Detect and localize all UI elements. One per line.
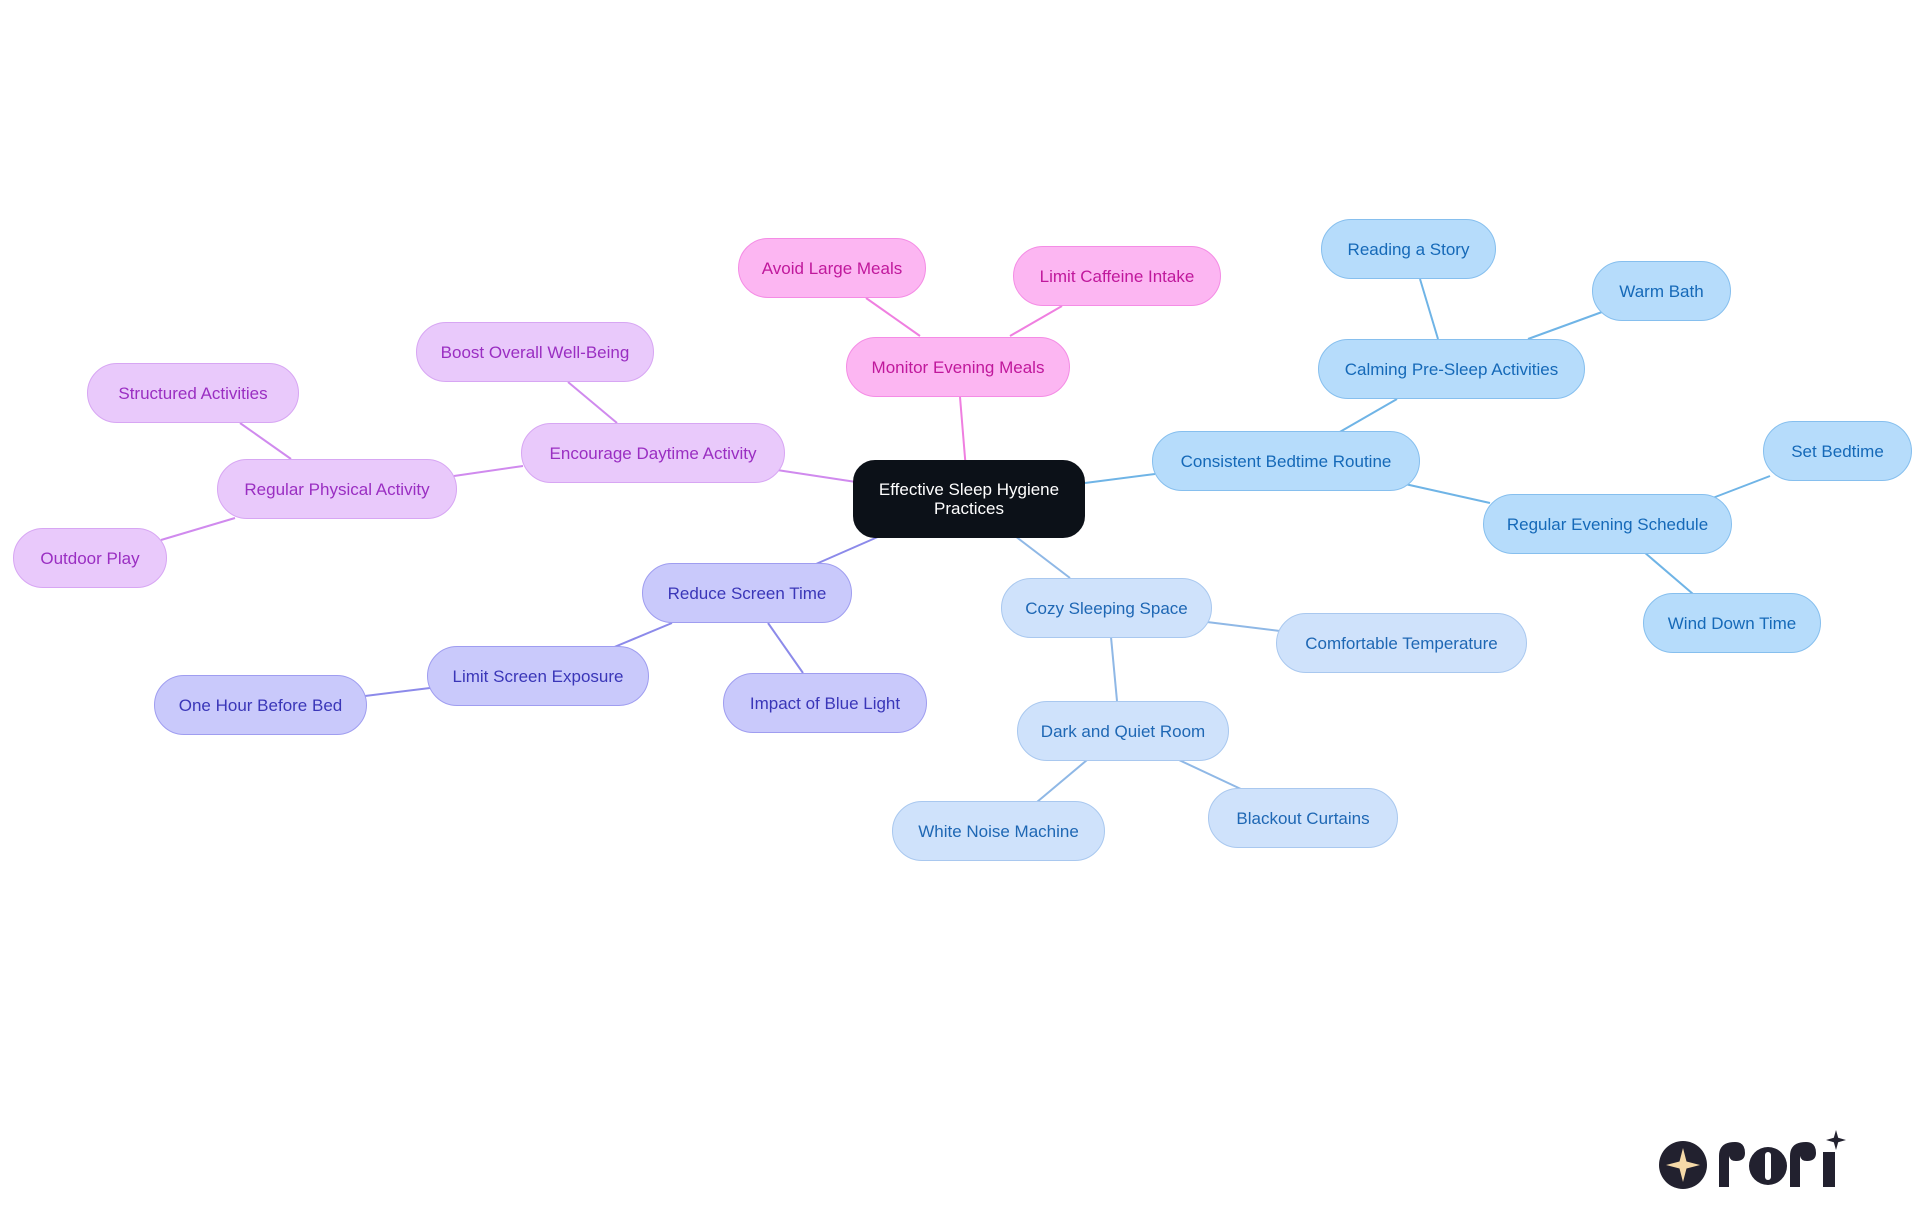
connector-line: [239, 422, 292, 460]
connector-line: [1337, 398, 1398, 434]
node-label: White Noise Machine: [918, 821, 1079, 841]
node-label: Calming Pre-Sleep Activities: [1344, 359, 1559, 379]
node-label: Limit Screen Exposure: [452, 666, 624, 686]
connector-line: [364, 687, 431, 697]
connector-line: [959, 396, 967, 471]
node-dark-and-quiet-room[interactable]: Dark and Quiet Room: [1017, 701, 1229, 761]
connector-line: [1009, 305, 1063, 337]
node-set-bedtime[interactable]: Set Bedtime: [1763, 421, 1912, 481]
node-label: Limit Caffeine Intake: [1039, 266, 1195, 286]
node-reduce-screen-time[interactable]: Reduce Screen Time: [642, 563, 852, 623]
node-label: Comfortable Temperature: [1305, 633, 1498, 653]
connector-line: [1110, 636, 1118, 702]
connector-line: [1206, 621, 1281, 632]
node-label: Monitor Evening Meals: [871, 357, 1045, 377]
connector-line: [1084, 473, 1156, 484]
node-boost-overall-well-being[interactable]: Boost Overall Well-Being: [416, 322, 654, 382]
connector-line: [453, 465, 524, 477]
node-impact-of-blue-light[interactable]: Impact of Blue Light: [723, 673, 927, 733]
node-outdoor-play[interactable]: Outdoor Play: [13, 528, 167, 588]
node-structured-activities[interactable]: Structured Activities: [87, 363, 299, 423]
connector-line: [767, 622, 804, 674]
connector-line: [815, 535, 881, 565]
connector-line: [1014, 535, 1071, 579]
connector-line: [1419, 278, 1439, 340]
node-label: Warm Bath: [1619, 281, 1704, 301]
node-regular-evening-schedule[interactable]: Regular Evening Schedule: [1483, 494, 1732, 554]
node-label: Wind Down Time: [1667, 613, 1797, 633]
node-wind-down-time[interactable]: Wind Down Time: [1643, 593, 1821, 653]
connector-line: [776, 469, 857, 483]
node-label: Set Bedtime: [1791, 441, 1884, 461]
node-reading-a-story[interactable]: Reading a Story: [1321, 219, 1496, 279]
node-label: Cozy Sleeping Space: [1025, 598, 1188, 618]
logo-letter-r1: [1719, 1142, 1745, 1187]
connector-line: [865, 297, 921, 337]
logo-letter-o-slot: [1765, 1152, 1771, 1180]
connector-line: [1709, 475, 1771, 500]
node-label: Reduce Screen Time: [667, 583, 827, 603]
connector-line: [1036, 759, 1088, 803]
node-avoid-large-meals[interactable]: Avoid Large Meals: [738, 238, 926, 298]
node-comfortable-temperature[interactable]: Comfortable Temperature: [1276, 613, 1527, 673]
node-label: Boost Overall Well-Being: [440, 342, 630, 362]
node-white-noise-machine[interactable]: White Noise Machine: [892, 801, 1105, 861]
connector-line: [160, 517, 236, 541]
node-monitor-evening-meals[interactable]: Monitor Evening Meals: [846, 337, 1070, 397]
logo-letter-i: [1823, 1152, 1835, 1187]
node-label: Structured Activities: [118, 383, 268, 403]
node-blackout-curtains[interactable]: Blackout Curtains: [1208, 788, 1398, 848]
logo-sparkle-icon: [1826, 1130, 1846, 1150]
node-label: Encourage Daytime Activity: [549, 443, 757, 463]
node-limit-screen-exposure[interactable]: Limit Screen Exposure: [427, 646, 649, 706]
node-encourage-daytime-activity[interactable]: Encourage Daytime Activity: [521, 423, 785, 483]
node-label: Dark and Quiet Room: [1040, 721, 1206, 741]
root-node[interactable]: Effective Sleep Hygiene Practices: [853, 460, 1085, 538]
connector-line: [611, 622, 673, 649]
connector-line: [1527, 311, 1603, 340]
node-label: Reading a Story: [1347, 239, 1470, 259]
node-label: Outdoor Play: [40, 548, 140, 568]
connector-line: [1404, 483, 1491, 504]
root-node-label: Effective Sleep Hygiene Practices: [878, 480, 1060, 518]
connector-line: [1643, 551, 1694, 595]
rori-logo: [1659, 1130, 1846, 1189]
node-warm-bath[interactable]: Warm Bath: [1592, 261, 1731, 321]
node-label: Consistent Bedtime Routine: [1180, 451, 1392, 471]
connector-line: [1178, 759, 1244, 791]
node-cozy-sleeping-space[interactable]: Cozy Sleeping Space: [1001, 578, 1212, 638]
node-label: Regular Physical Activity: [244, 479, 430, 499]
node-label: Blackout Curtains: [1236, 808, 1370, 828]
logo-letter-r2: [1790, 1142, 1816, 1187]
node-calming-pre-sleep-activities[interactable]: Calming Pre-Sleep Activities: [1318, 339, 1585, 399]
node-label: Avoid Large Meals: [761, 258, 903, 278]
node-one-hour-before-bed[interactable]: One Hour Before Bed: [154, 675, 367, 735]
node-regular-physical-activity[interactable]: Regular Physical Activity: [217, 459, 457, 519]
connector-line: [567, 381, 618, 424]
node-label: Impact of Blue Light: [749, 693, 901, 713]
node-label: Regular Evening Schedule: [1506, 514, 1709, 534]
node-limit-caffeine-intake[interactable]: Limit Caffeine Intake: [1013, 246, 1221, 306]
logo-star-icon: [1666, 1148, 1700, 1182]
node-consistent-bedtime-routine[interactable]: Consistent Bedtime Routine: [1152, 431, 1420, 491]
node-label: One Hour Before Bed: [178, 695, 343, 715]
